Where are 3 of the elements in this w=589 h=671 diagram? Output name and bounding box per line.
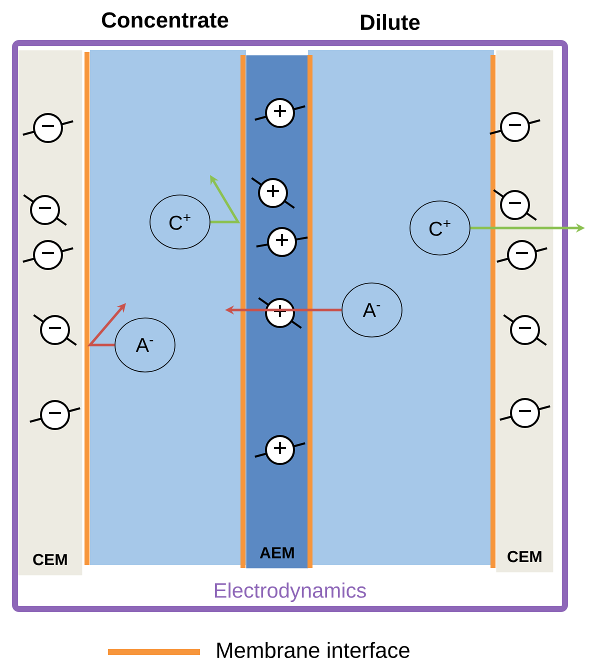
legend-text: Membrane interface [217, 642, 410, 658]
column-heading: Concentrate [102, 12, 228, 28]
column-heading: Dilute [361, 14, 420, 30]
